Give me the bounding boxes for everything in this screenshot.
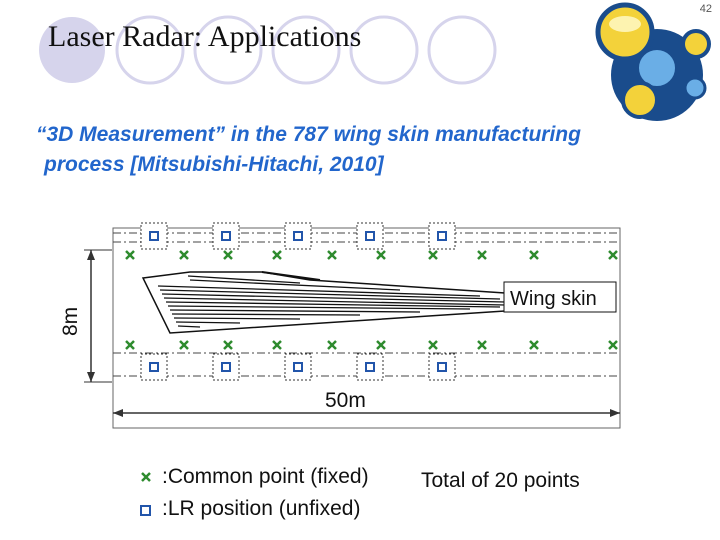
common-point-x-icon [428, 340, 438, 350]
deco-circle [115, 15, 185, 85]
common-point-x-icon [529, 340, 539, 350]
legend-lr-position: :LR position (unfixed) [162, 497, 361, 520]
common-point-x-icon [608, 340, 618, 350]
wing-skin-shape [141, 271, 541, 334]
common-point-x-icon [477, 250, 487, 260]
deco-circle [193, 15, 263, 85]
total-points-label: Total of 20 points [421, 469, 580, 492]
lr-position-square-icon [212, 353, 240, 381]
common-point-x-icon [125, 340, 135, 350]
arrow-up-icon [87, 250, 95, 260]
width-label: 50m [325, 389, 366, 412]
common-point-x-icon [376, 250, 386, 260]
arrow-down-icon [87, 372, 95, 382]
common-point-x-icon [223, 340, 233, 350]
subtitle-line-1: “3D Measurement” in the 787 wing skin ma… [36, 123, 581, 146]
common-point-x-icon [376, 340, 386, 350]
common-point-x-icon [327, 340, 337, 350]
height-label: 8m [59, 307, 82, 336]
lr-position-square-icon [212, 222, 240, 250]
slide-number: 42 [699, 3, 712, 15]
lr-position-square-icon [140, 353, 168, 381]
wing-skin-label: Wing skin [510, 288, 597, 310]
legend-icons [140, 472, 151, 516]
common-point-x-icon [529, 250, 539, 260]
arrow-right-icon [610, 409, 620, 417]
common-point-x-icon [477, 340, 487, 350]
slide-subtitle: “3D Measurement” in the 787 wing skin ma… [36, 120, 676, 180]
deco-circle [427, 15, 497, 85]
wing-skin-label-box [503, 281, 617, 313]
lr-position-square-icon [356, 222, 384, 250]
legend-common-point: :Common point (fixed) [162, 465, 369, 488]
lr-position-square-icon [284, 353, 312, 381]
common-point-x-icon [223, 250, 233, 260]
subtitle-line-2: process [Mitsubishi-Hitachi, 2010] [44, 153, 384, 176]
common-point-x-icon [179, 250, 189, 260]
common-point-x-icon [125, 250, 135, 260]
lr-position-square-icon [140, 222, 168, 250]
common-point-x-icon [327, 250, 337, 260]
common-point-x-icon [272, 250, 282, 260]
slide-title: Laser Radar: Applications [48, 20, 362, 53]
lr-position-square-icon [140, 505, 151, 516]
common-point-x-icon [179, 340, 189, 350]
common-point-x-icon [141, 472, 151, 482]
lr-position-square-icon [284, 222, 312, 250]
deco-circle [349, 15, 419, 85]
lr-position-square-icon [428, 353, 456, 381]
marker-group [125, 222, 618, 381]
common-point-x-icon [608, 250, 618, 260]
arrow-left-icon [113, 409, 123, 417]
lr-position-square-icon [428, 222, 456, 250]
lr-position-square-icon [356, 353, 384, 381]
common-point-x-icon [272, 340, 282, 350]
common-point-x-icon [428, 250, 438, 260]
deco-circle-filled [39, 17, 105, 83]
deco-circle [271, 15, 341, 85]
globe-logo-icon [595, 2, 711, 121]
